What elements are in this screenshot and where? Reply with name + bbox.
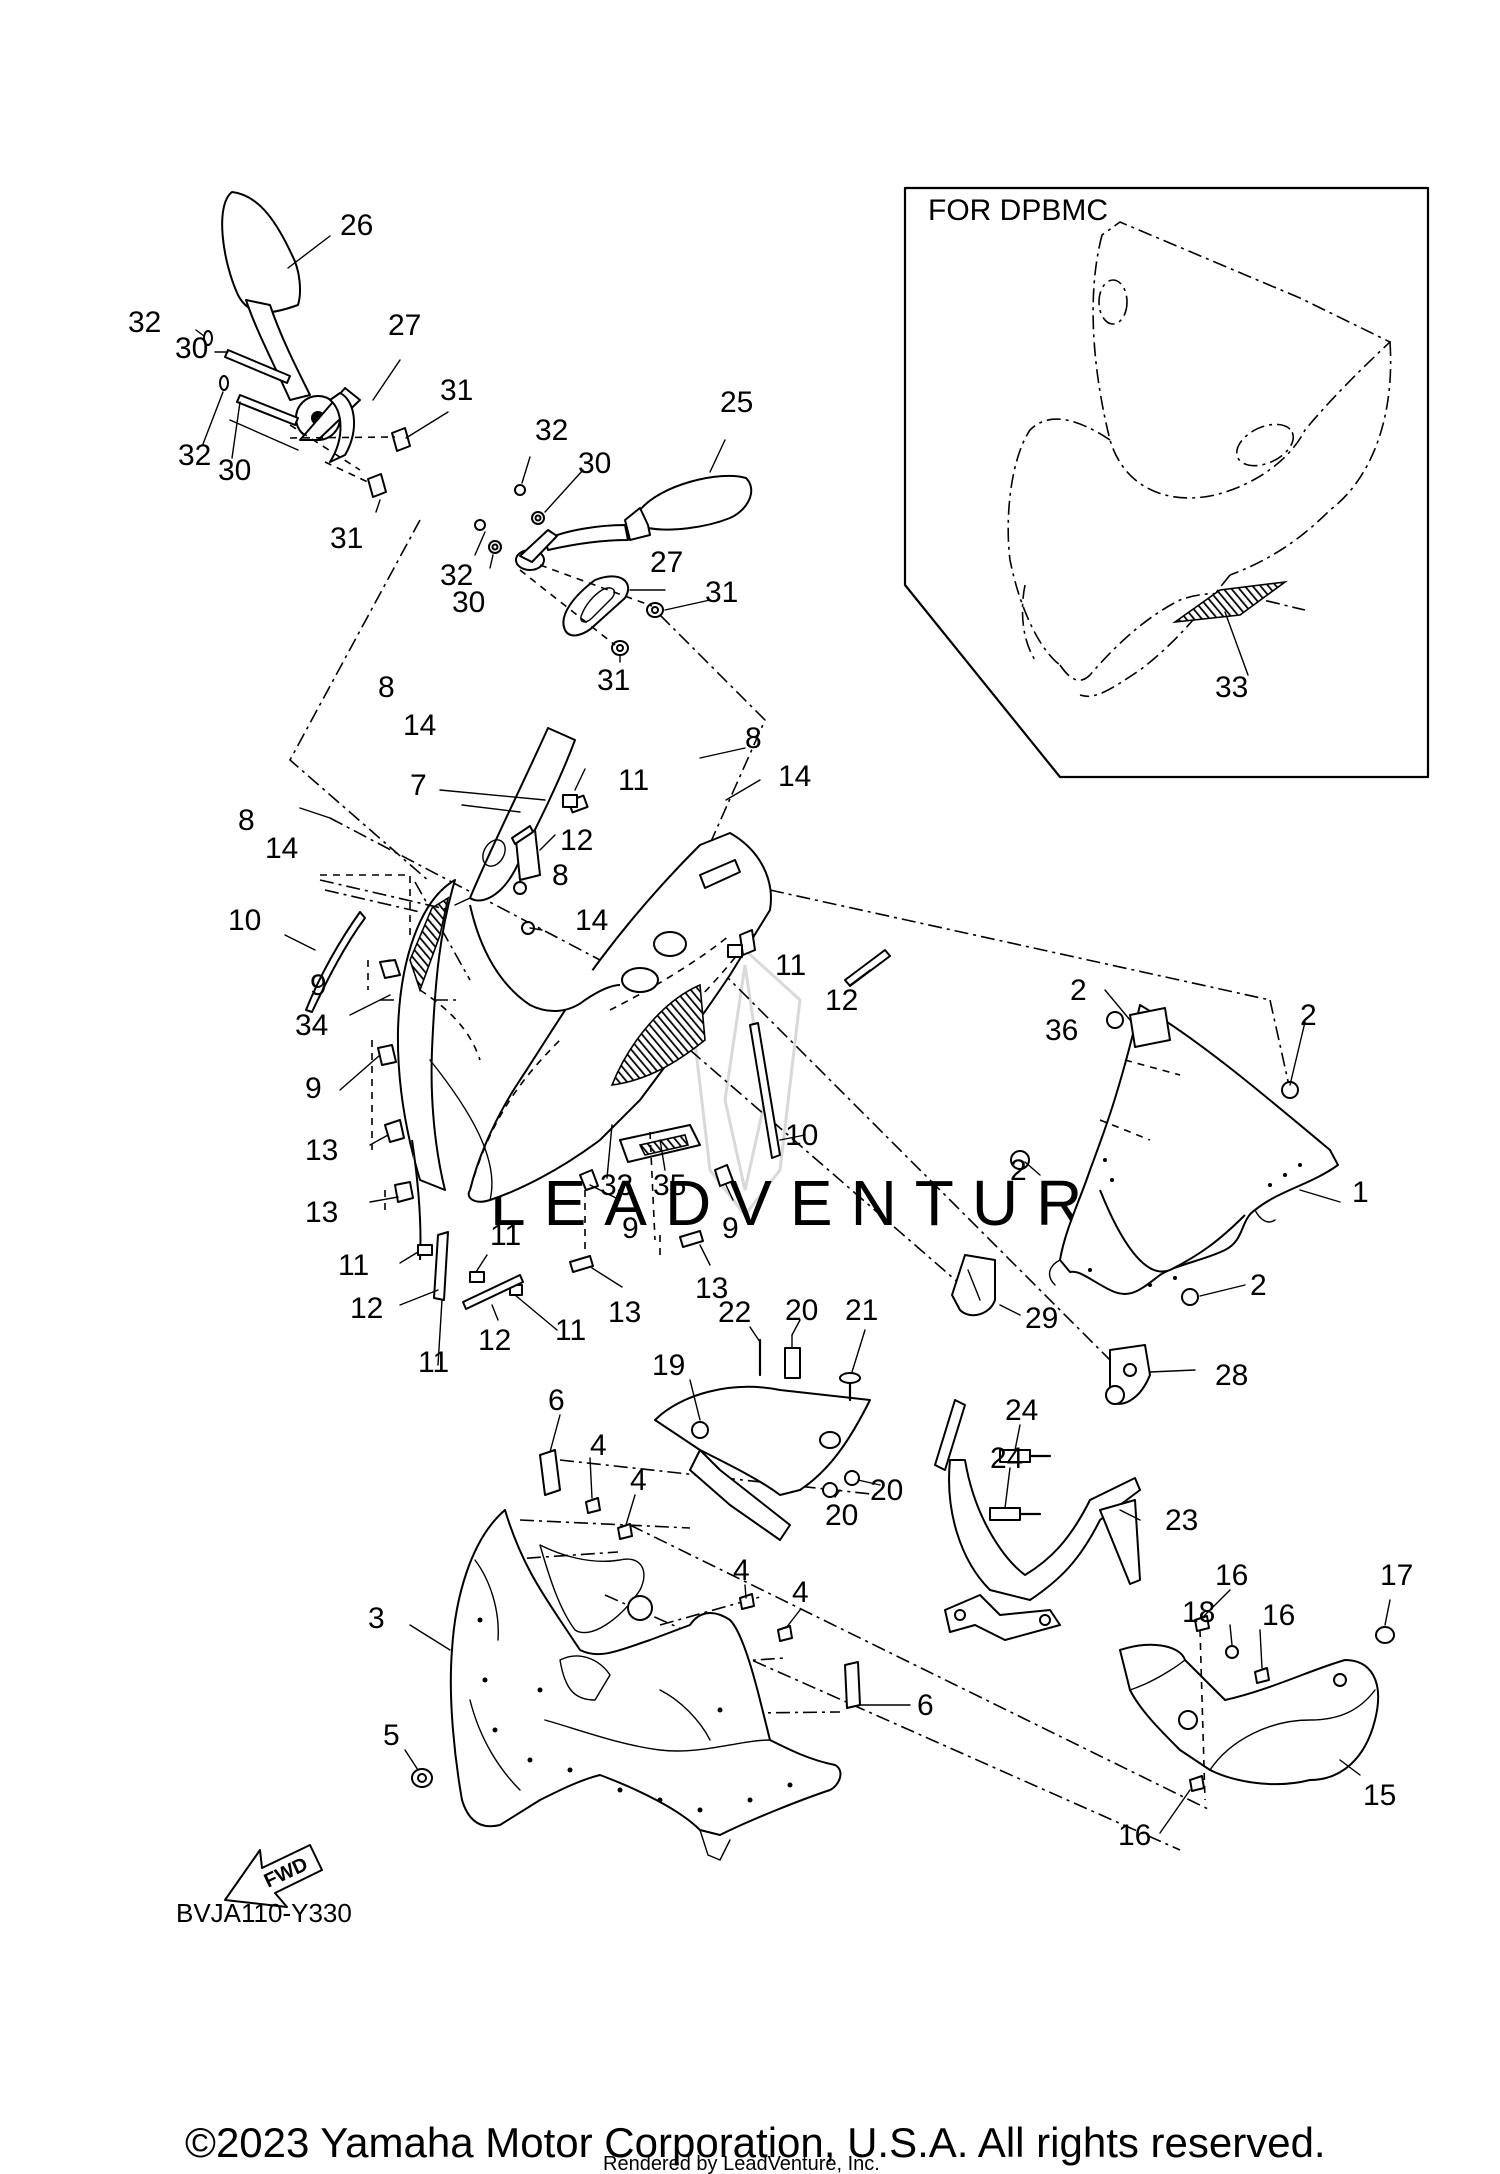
callout: 13 bbox=[305, 1196, 338, 1229]
callout: 12 bbox=[478, 1324, 511, 1357]
callout: 34 bbox=[295, 1009, 328, 1042]
callout: 24 bbox=[990, 1442, 1023, 1475]
callout: 10 bbox=[785, 1119, 818, 1152]
callout: 16 bbox=[1262, 1599, 1295, 1632]
callout: 20 bbox=[785, 1294, 818, 1327]
callout: 2 bbox=[1010, 1154, 1027, 1187]
callout: 22 bbox=[718, 1296, 751, 1329]
copyright-text: ©2023 Yamaha Motor Corporation, U.S.A. A… bbox=[185, 2119, 1326, 2166]
callout: 31 bbox=[330, 522, 363, 555]
callout: 5 bbox=[383, 1719, 400, 1752]
callout: 30 bbox=[218, 454, 251, 487]
callout: 32 bbox=[535, 414, 568, 447]
callout: 17 bbox=[1380, 1559, 1413, 1592]
callout: 14 bbox=[575, 904, 608, 937]
callout: 6 bbox=[917, 1689, 934, 1722]
callout: 16 bbox=[1215, 1559, 1248, 1592]
callout: 19 bbox=[652, 1349, 685, 1382]
callout: 32 bbox=[128, 306, 161, 339]
callout: 25 bbox=[720, 386, 753, 419]
callout: 9 bbox=[310, 969, 327, 1002]
callout: 24 bbox=[1005, 1394, 1038, 1427]
callout: 20 bbox=[825, 1499, 858, 1532]
callout: 1 bbox=[1352, 1176, 1369, 1209]
callout: 21 bbox=[845, 1294, 878, 1327]
callout: 9 bbox=[622, 1212, 639, 1245]
callout: 8 bbox=[745, 722, 762, 755]
callout: 2 bbox=[1070, 974, 1087, 1007]
callout: 4 bbox=[792, 1576, 809, 1609]
callout: 9 bbox=[305, 1072, 322, 1105]
callout: 30 bbox=[175, 332, 208, 365]
callout: 33 bbox=[1215, 671, 1248, 704]
callout: 27 bbox=[388, 309, 421, 342]
callout: 12 bbox=[825, 984, 858, 1017]
callout: 27 bbox=[650, 546, 683, 579]
callout: 36 bbox=[1045, 1014, 1078, 1047]
left-mirror bbox=[195, 191, 449, 513]
callout: 23 bbox=[1165, 1504, 1198, 1537]
callout: 12 bbox=[560, 824, 593, 857]
callout: 11 bbox=[555, 1314, 586, 1347]
callout: 11 bbox=[775, 949, 806, 982]
callout: 6 bbox=[548, 1384, 565, 1417]
callout: 33 bbox=[600, 1169, 633, 1202]
callout: 20 bbox=[870, 1474, 903, 1507]
callout: 4 bbox=[630, 1464, 647, 1497]
callout: 8 bbox=[552, 859, 569, 892]
callout: 8 bbox=[238, 804, 255, 837]
windscreen bbox=[1010, 1004, 1339, 1306]
callout: 2 bbox=[1300, 999, 1317, 1032]
callout: 13 bbox=[695, 1272, 728, 1305]
callout: 30 bbox=[578, 447, 611, 480]
callout: 4 bbox=[733, 1554, 750, 1587]
callout: 13 bbox=[305, 1134, 338, 1167]
callout: 18 bbox=[1182, 1596, 1215, 1629]
brackets bbox=[654, 1254, 1151, 1641]
callout: 4 bbox=[590, 1429, 607, 1462]
callout: 8 bbox=[378, 671, 395, 704]
lower-cowl bbox=[411, 1449, 861, 1861]
callout: 31 bbox=[597, 664, 630, 697]
leader-lines bbox=[284, 747, 1391, 1834]
callout: 15 bbox=[1363, 1779, 1396, 1812]
callout: 13 bbox=[608, 1296, 641, 1329]
callout: 28 bbox=[1215, 1359, 1248, 1392]
inset-for-dpbmc: FOR DPBMC bbox=[903, 186, 1430, 779]
callout: 2 bbox=[1250, 1269, 1267, 1302]
callout: 32 bbox=[440, 559, 473, 592]
callout: 14 bbox=[403, 709, 436, 742]
watermark-text: LEADVENTURE bbox=[490, 1167, 1161, 1239]
inset-title: FOR DPBMC bbox=[928, 194, 1108, 227]
callout: 11 bbox=[418, 1346, 449, 1379]
callout: 14 bbox=[778, 760, 811, 793]
callout: 29 bbox=[1025, 1302, 1058, 1335]
callout: 7 bbox=[410, 769, 427, 802]
callout: 35 bbox=[653, 1169, 686, 1202]
callout: 9 bbox=[722, 1212, 739, 1245]
callout: 11 bbox=[618, 764, 649, 797]
callout: 14 bbox=[265, 832, 298, 865]
rendered-by-text: Rendered by LeadVenture, Inc. bbox=[603, 2153, 880, 2174]
callout: 12 bbox=[350, 1292, 383, 1325]
callout: 31 bbox=[440, 374, 473, 407]
callout: 16 bbox=[1118, 1819, 1151, 1852]
callout: 10 bbox=[228, 904, 261, 937]
callout: 3 bbox=[368, 1602, 385, 1635]
callout: 31 bbox=[705, 576, 738, 609]
diagram-code: BVJA110-Y330 bbox=[176, 1898, 352, 1928]
under-cover bbox=[1119, 1615, 1395, 1801]
callout: 11 bbox=[338, 1249, 369, 1282]
watermark: LEADVENTURE bbox=[490, 947, 1161, 1239]
callout: 11 bbox=[490, 1219, 521, 1252]
callout: 26 bbox=[340, 209, 373, 242]
callout: 32 bbox=[178, 439, 211, 472]
callout-labels: 26 32 30 27 31 32 30 31 25 32 30 32 30 2… bbox=[128, 209, 1413, 1852]
upper-cowling bbox=[305, 727, 891, 1310]
callout: 30 bbox=[452, 586, 485, 619]
right-mirror bbox=[474, 439, 753, 663]
